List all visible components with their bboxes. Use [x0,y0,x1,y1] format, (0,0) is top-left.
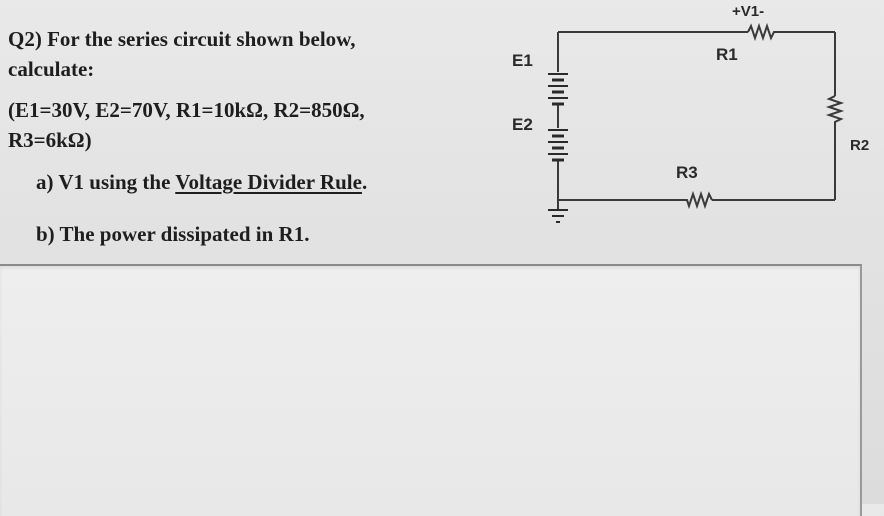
given-values: (E1=30V, E2=70V, R1=10kΩ, R2=850Ω, R3=6k… [8,95,365,155]
given-values-line2: R3=6kΩ) [8,128,92,152]
voltage-divider-rule-text: Voltage Divider Rule [175,170,362,194]
e2-label: E2 [512,115,533,134]
e1-battery-symbol [548,73,568,106]
question-title-line2: calculate: [8,57,95,81]
e1-label: E1 [512,51,533,70]
answer-box[interactable] [0,264,862,516]
r1-label: R1 [716,45,738,64]
r1-resistor-symbol [747,22,776,42]
part-a: a) V1 using the Voltage Divider Rule. [36,170,367,195]
v1-label: +V1- [732,3,764,20]
circuit-wires [557,31,836,210]
part-a-suffix: . [361,170,368,194]
series-circuit-diagram: E1 E2 R1 +V1- R2 R3 [512,3,869,223]
r2-resistor-symbol [825,95,845,124]
e2-battery-symbol [548,129,568,162]
question-text: Q2) For the series circuit shown below, … [8,24,478,84]
part-b: b) The power dissipated in R1. [36,222,310,246]
given-values-line1: (E1=30V, E2=70V, R1=10kΩ, R2=850Ω, [8,98,365,122]
r3-resistor-symbol [686,190,713,210]
part-a-prefix: a) V1 using the [36,170,176,194]
r2-label: R2 [850,137,869,154]
ground-icon [548,209,568,223]
question-title-line1: Q2) For the series circuit shown below, [8,27,356,51]
r3-label: R3 [676,163,698,182]
